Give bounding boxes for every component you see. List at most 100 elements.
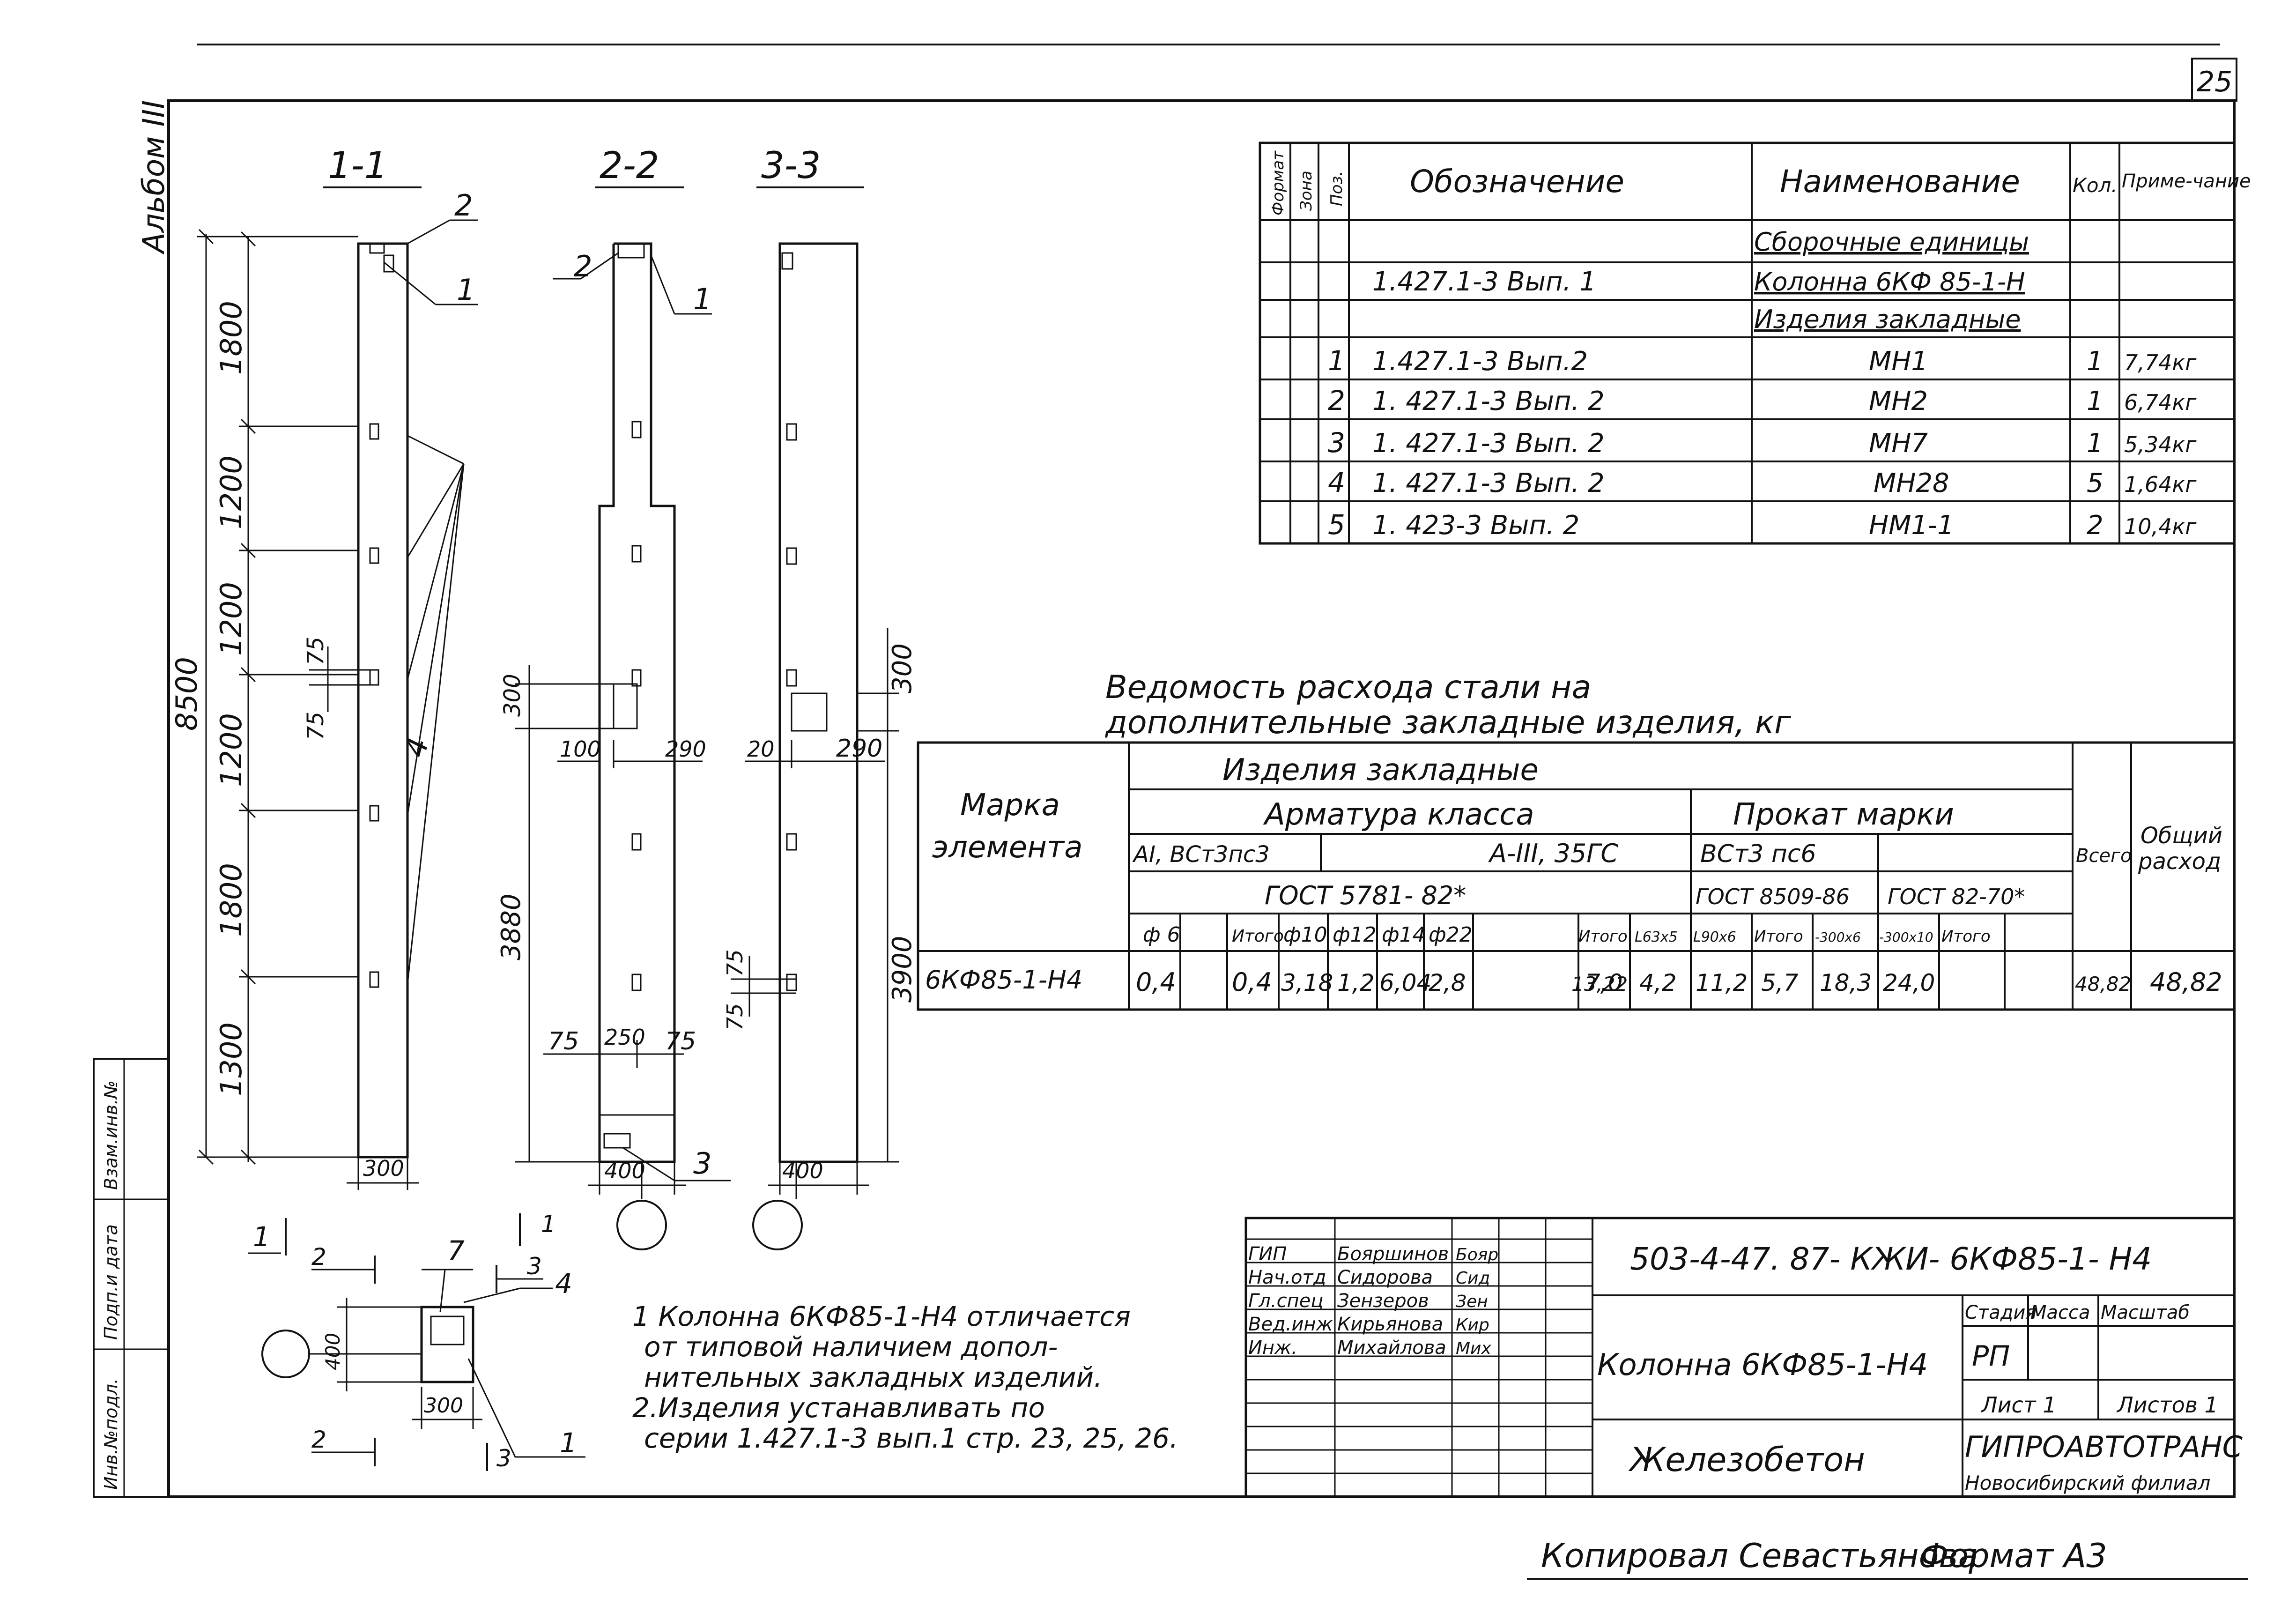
dim-300-width: 300 (363, 1156, 404, 1181)
stamp-sign-1: Сид (1456, 1269, 1490, 1288)
plan-arrow-3-bottom: 3 (496, 1445, 511, 1472)
steel-header-gost1: ГОСТ 5781- 82* (1265, 881, 1466, 910)
plan-section-1-label: 1 (253, 1221, 270, 1253)
steel-col-8: Итого (1578, 927, 1628, 946)
stamp-role-4: Инж. (1248, 1337, 1297, 1359)
stamp-stage-header: Стадия (1965, 1302, 2037, 1323)
stamp-role-1: Нач.отд (1248, 1267, 1326, 1288)
plan-arrow-3-top: 3 (527, 1253, 542, 1280)
plan-arrow-2-top: 2 (311, 1243, 326, 1271)
plan-section: 1 2 1 3 7 4 1 400 3 (248, 1211, 585, 1472)
stamp-name-4: Михайлова (1337, 1337, 1446, 1359)
steel-header-rebar: Арматура класса (1263, 797, 1534, 832)
steel-col-3: ф10 (1283, 923, 1327, 947)
column-edge-view (778, 242, 859, 1163)
steel-col-6: ф22 (1429, 923, 1473, 947)
dim-250: 250 (604, 1025, 645, 1050)
stamp-title: Колонна 6КФ85-1-Н4 (1597, 1348, 1928, 1382)
stamp-role-3: Вед.инж (1248, 1314, 1333, 1335)
side-label-date: Подп.и дата (101, 1224, 121, 1340)
stamp-name-3: Кирьянова (1337, 1314, 1443, 1335)
spec-row-5-qty: 1 (2087, 428, 2103, 459)
dim-1200-b: 1200 (214, 582, 248, 656)
dim-75-right-s2: 75 (665, 1027, 696, 1055)
steel-header-items: Изделия закладные (1222, 753, 1539, 788)
steel-header-rolled: Прокат марки (1733, 797, 1954, 832)
side-label-podl: Инв.№подл. (101, 1378, 121, 1490)
spec-header-name: Наименование (1780, 163, 2020, 200)
dim-400-s2: 400 (604, 1158, 645, 1183)
plan-axis-circle (261, 1330, 310, 1378)
steel-header-gost2: ГОСТ 8509-86 (1696, 884, 1850, 909)
callout-2-s1: 2 (454, 188, 473, 223)
plan-callout-4: 4 (555, 1268, 572, 1300)
steel-row-mark: 6КФ85-1-Н4 (925, 965, 1082, 995)
steel-header-mark: Марка (960, 788, 1060, 823)
spec-row-3-pos: 1 (1328, 345, 1345, 377)
sheet-number: 25 (2197, 66, 2232, 98)
stamp-sheet: Лист 1 (1980, 1392, 2056, 1418)
note-line-5: серии 1.427.1-3 вып.1 стр. 23, 25, 26. (644, 1422, 1178, 1454)
stamp-role-2: Гл.спец (1248, 1290, 1324, 1312)
steel-val-11: 11,2 (1696, 969, 1748, 996)
plan-dim-300: 300 (424, 1394, 463, 1418)
note-line-4: 2.Изделия устанавливать по (632, 1392, 1045, 1424)
dim-1200-c: 1200 (214, 713, 248, 787)
dim-400-s3: 400 (782, 1158, 823, 1183)
spec-row-2-name: Изделия закладные (1754, 305, 2021, 334)
spec-row-6-designation: 1. 427.1-3 Вып. 2 (1372, 468, 1605, 498)
dim-1800-bottom: 1800 (214, 863, 248, 937)
steel-header-general-2: расход (2138, 848, 2221, 875)
plan-callout-7: 7 (447, 1235, 465, 1267)
plan-dim-400: 400 (321, 1333, 344, 1370)
stamp-sheets: Листов 1 (2116, 1392, 2218, 1418)
steel-col-14: Итого (1941, 927, 1991, 946)
dim-1800-top: 1800 (214, 301, 248, 375)
dim-3900: 3900 (887, 936, 918, 1003)
section-title-1-1: 1-1 (328, 145, 387, 187)
steel-col-2: Итого (1232, 927, 1284, 946)
spec-row-7-note: 10,4кг (2124, 514, 2197, 539)
note-line-3: нительных закладных изделий. (644, 1361, 1103, 1393)
steel-val-8: 13,22 (1571, 973, 1628, 996)
spec-row-5-name: МН7 (1869, 428, 1928, 459)
spec-row-4-note: 6,74кг (2124, 390, 2197, 415)
spec-header-designation: Обозначение (1410, 163, 1624, 200)
steel-val-4: 1,2 (1337, 969, 1375, 996)
spec-header-qty: Кол. (2073, 174, 2118, 197)
spec-row-7-pos: 5 (1328, 509, 1345, 541)
stamp-sign-4: Мих (1456, 1339, 1491, 1358)
dim-8500: 8500 (170, 657, 204, 731)
spec-row-3-name: МН1 (1869, 346, 1928, 377)
spec-row-5-pos: 3 (1328, 427, 1345, 459)
spec-row-7-qty: 2 (2087, 510, 2103, 541)
stamp-org: ГИПРОАВТОТРАНС (1965, 1430, 2243, 1464)
grid-axis-circle-s3 (752, 1200, 803, 1250)
dim-3880: 3880 (496, 893, 526, 960)
steel-val-9: 7,0 (1585, 969, 1623, 996)
steel-col-0: ф 6 (1143, 923, 1180, 947)
spec-row-7-designation: 1. 423-3 Вып. 2 (1372, 510, 1579, 541)
steel-val-13: 18,3 (1820, 969, 1872, 996)
stamp-material: Железобетон (1628, 1441, 1865, 1479)
steel-header-general-1: Общий (2140, 823, 2222, 849)
plan-arrow-1-right: 1 (541, 1211, 556, 1238)
dim-20: 20 (747, 736, 775, 762)
dim-75-upper-s3: 75 (722, 949, 748, 977)
stamp-branch: Новосибирский филиал (1965, 1471, 2210, 1494)
footer-format: Формат А3 (1920, 1537, 2107, 1575)
stamp-scale-header: Масштаб (2101, 1302, 2190, 1323)
note-line-1: 1 Колонна 6КФ85-1-Н4 отличается (632, 1300, 1131, 1332)
section-2-2: 2-2 (496, 145, 731, 1250)
steel-header-element: элемента (932, 830, 1082, 865)
steel-header-aiii: А-III, 35ГС (1488, 839, 1618, 868)
stamp-name-2: Зензеров (1337, 1290, 1429, 1312)
spec-row-6-name: МН28 (1874, 468, 1949, 498)
spec-row-0-name: Сборочные единицы (1754, 227, 2029, 257)
spec-row-6-qty: 5 (2087, 468, 2103, 498)
notes-block: 1 Колонна 6КФ85-1-Н4 отличается от типов… (632, 1300, 1178, 1454)
steel-val-14: 24,0 (1883, 969, 1935, 996)
callout-3-s2: 3 (693, 1146, 711, 1181)
stamp-name-1: Сидорова (1337, 1267, 1433, 1288)
steel-col-9: L63х5 (1635, 929, 1678, 945)
